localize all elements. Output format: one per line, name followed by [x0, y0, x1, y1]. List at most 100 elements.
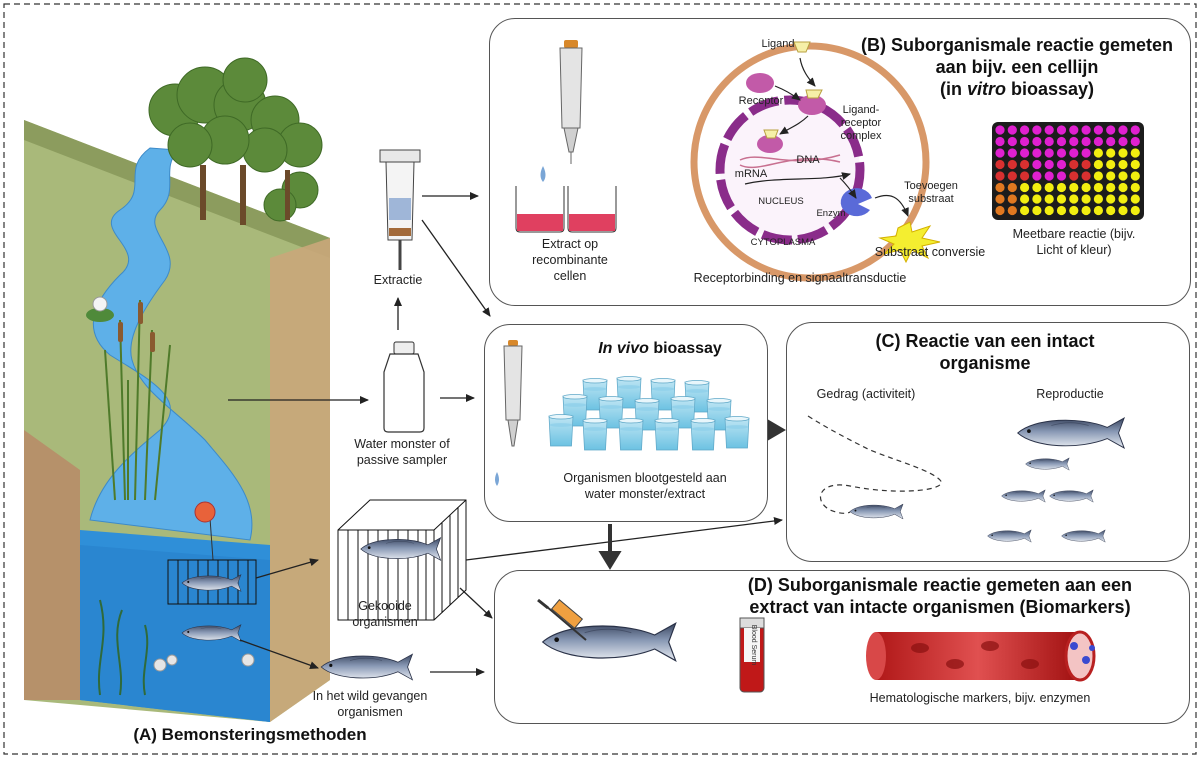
plate-well	[1130, 136, 1140, 147]
plate-well	[1093, 194, 1103, 204]
plate-well	[1118, 159, 1128, 170]
plate-well	[1069, 182, 1079, 193]
panel-c-title: (C) Reactie van een intact organisme	[875, 331, 1095, 373]
microplate	[992, 122, 1144, 220]
plate-well	[1093, 171, 1103, 181]
pipette-vivo	[495, 340, 523, 486]
extraction-cartridge	[379, 149, 421, 270]
plate-well	[995, 159, 1005, 170]
plate-well	[1130, 171, 1140, 181]
plate-well	[1007, 159, 1017, 170]
plate-well	[1056, 159, 1067, 170]
plate-well	[1106, 182, 1116, 193]
plate-well	[995, 125, 1005, 135]
plate-well	[1056, 171, 1067, 181]
plate-well	[1056, 136, 1067, 147]
label-nucleus: NUCLEUS	[758, 196, 804, 207]
plate-well	[1032, 205, 1042, 216]
plate-well	[1081, 159, 1091, 170]
label-cytoplasma: CYTOPLASMA	[750, 237, 816, 248]
plate-well	[1130, 205, 1140, 216]
label-substraat-conversie: Substraat conversie	[874, 245, 986, 259]
plate-well	[1007, 194, 1017, 204]
plate-well	[1032, 148, 1042, 158]
plate-well	[1020, 205, 1030, 216]
plate-well	[1093, 125, 1103, 135]
plate-well	[1106, 194, 1116, 204]
label-receptorbinding: Receptorbinding en signaaltransductie	[693, 271, 907, 285]
plate-well	[1020, 125, 1030, 135]
buoy	[194, 501, 216, 523]
plate-well	[1020, 136, 1030, 147]
plate-well	[1069, 194, 1079, 204]
plate-well	[1069, 125, 1079, 135]
plate-well	[1130, 194, 1140, 204]
label-meetbare-reactie: Meetbare reactie (bijv. Licht of kleur)	[1012, 227, 1136, 257]
plate-well	[1081, 125, 1091, 135]
label-receptor: Receptor	[738, 95, 784, 107]
plate-well	[1069, 136, 1079, 147]
label-extractie: Extractie	[373, 273, 423, 287]
plate-well	[1106, 136, 1116, 147]
plate-well	[1020, 148, 1030, 158]
plate-well	[1106, 125, 1116, 135]
plate-well	[1044, 136, 1054, 147]
plate-well	[1007, 125, 1017, 135]
label-in-het-wild: In het wild gevangen organismen	[312, 689, 428, 719]
plate-well	[1056, 125, 1067, 135]
plate-well	[1093, 182, 1103, 193]
plate-well	[1007, 136, 1017, 147]
pipette-b	[540, 40, 583, 182]
plate-well	[1118, 205, 1128, 216]
plate-well	[1069, 171, 1079, 181]
panel-d-title: (D) Suborganismale reactie gemeten aan e…	[747, 575, 1133, 617]
plate-well	[1069, 159, 1079, 170]
activity-trajectory	[807, 415, 942, 514]
label-gekooide-organismen: Gekooide organismen	[352, 599, 418, 629]
landscape-illustration	[24, 57, 330, 722]
plate-well	[1032, 159, 1042, 170]
label-ligand: Ligand	[761, 38, 795, 50]
in-vivo-title: In vivo bioassay	[598, 340, 722, 357]
plate-well	[995, 182, 1005, 193]
label-hematologische-markers: Hematologische markers, bijv. enzymen	[869, 691, 1091, 705]
plate-well	[1007, 182, 1017, 193]
plate-well	[1020, 159, 1030, 170]
plate-well	[1093, 205, 1103, 216]
cage-large	[337, 499, 467, 621]
plate-well	[1044, 194, 1054, 204]
plate-well	[1007, 171, 1017, 181]
plate-well	[1118, 136, 1128, 147]
plate-well	[1081, 182, 1091, 193]
label-gedrag: Gedrag (activiteit)	[816, 387, 916, 401]
plate-well	[1044, 182, 1054, 193]
label-ligand-receptor-complex: Ligand-receptor complex	[840, 104, 882, 142]
plate-well	[1044, 159, 1054, 170]
plate-well	[1056, 182, 1067, 193]
flow-arrows	[228, 192, 783, 676]
plate-well	[1081, 171, 1091, 181]
plate-well	[1093, 136, 1103, 147]
plate-well	[1081, 136, 1091, 147]
receptor-cell	[690, 41, 941, 282]
plate-well	[1020, 171, 1030, 181]
panel-a-title: (A) Bemonsteringsmethoden	[133, 725, 367, 744]
plate-well	[995, 136, 1005, 147]
plate-well	[995, 205, 1005, 216]
label-dna: DNA	[796, 154, 820, 166]
outer-dashed-frame	[3, 3, 1197, 755]
culture-wells	[515, 186, 617, 233]
plate-well	[1032, 182, 1042, 193]
label-reproductie: Reproductie	[1036, 387, 1104, 401]
blood-vessel	[866, 630, 1096, 682]
panel-b-title: (B) Suborganismale reactie gemeten aan b…	[860, 35, 1174, 99]
plate-well	[1081, 194, 1091, 204]
plate-well	[1056, 205, 1067, 216]
plate-well	[1118, 182, 1128, 193]
plate-well	[1106, 205, 1116, 216]
plate-well	[1118, 171, 1128, 181]
